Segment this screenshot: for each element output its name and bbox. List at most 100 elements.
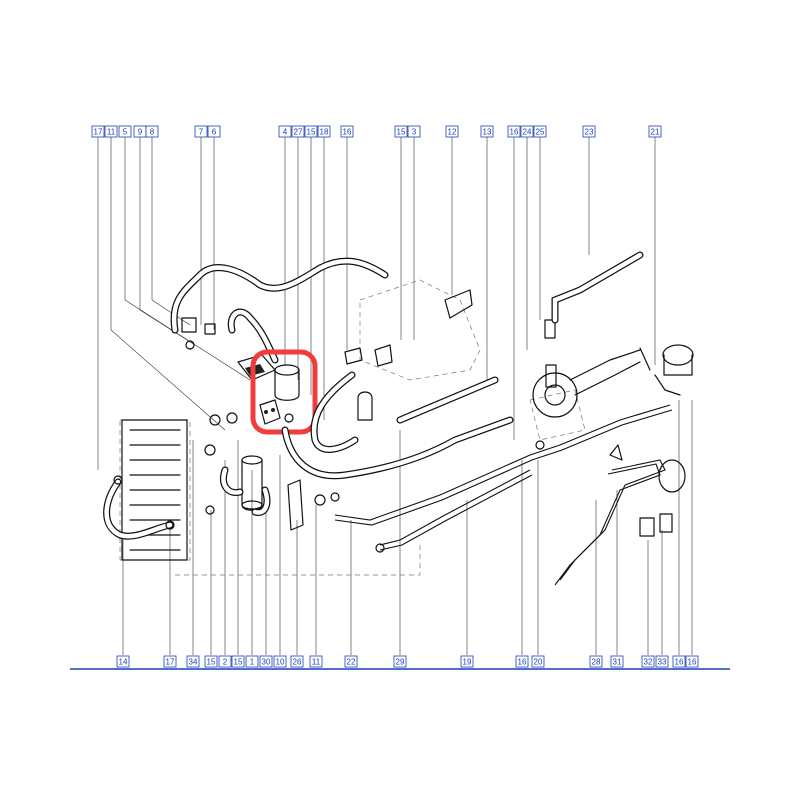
top-callout-number: 27 — [294, 127, 303, 136]
top-callout-17: 17 — [91, 125, 105, 138]
highlighted-part-reservoir — [250, 349, 318, 435]
pipe-13 — [396, 376, 499, 424]
top-callout-number: 13 — [483, 127, 492, 136]
top-callout-15: 15 — [304, 125, 318, 138]
top-callout-11: 11 — [104, 125, 118, 138]
fittings — [113, 412, 545, 553]
bottom-callout-number: 26 — [293, 657, 302, 666]
bottom-callout-19: 19 — [460, 655, 474, 668]
bottom-callout-20: 20 — [531, 655, 545, 668]
bottom-callout-1: 1 — [245, 655, 259, 668]
hose-23 — [551, 251, 644, 324]
top-callout-24: 24 — [520, 125, 534, 138]
top-callout-9: 9 — [133, 125, 147, 138]
top-callout-number: 25 — [536, 127, 545, 136]
rigid-pipes-19 — [334, 404, 673, 551]
bottom-callout-14: 14 — [116, 655, 130, 668]
top-callout-25: 25 — [533, 125, 547, 138]
bottom-callout-2: 2 — [218, 655, 232, 668]
bottom-callout-30: 30 — [259, 655, 273, 668]
hose-14 — [103, 478, 174, 540]
top-callout-number: 5 — [123, 127, 128, 136]
bottom-callout-labels: 14 17 34 15 2 15 1 30 10 26 11 22 29 19 16 20 28 31 32 33 16… — [116, 655, 699, 668]
hose-27 — [281, 416, 514, 480]
bottom-callout-33: 33 — [655, 655, 669, 668]
bottom-callout-number: 2 — [223, 657, 228, 666]
lower-right-pipes — [554, 444, 686, 586]
top-callout-3: 3 — [407, 125, 421, 138]
bottom-callout-number: 17 — [166, 657, 175, 666]
top-callout-number: 4 — [283, 127, 288, 136]
top-callout-4: 4 — [278, 125, 292, 138]
bottom-callout-number: 20 — [534, 657, 543, 666]
top-callout-16: 16 — [340, 125, 354, 138]
bottom-callout-16: 16 — [685, 655, 699, 668]
hose-7 — [227, 308, 279, 364]
bottom-callout-number: 14 — [119, 657, 128, 666]
upper-return-hose — [170, 257, 389, 334]
top-callout-18: 18 — [317, 125, 331, 138]
bottom-callout-34: 34 — [186, 655, 200, 668]
bottom-callout-number: 15 — [207, 657, 216, 666]
bottom-callout-number: 32 — [644, 657, 653, 666]
top-callout-number: 16 — [343, 127, 352, 136]
bottom-callout-31: 31 — [610, 655, 624, 668]
bottom-callout-number: 16 — [518, 657, 527, 666]
bottom-callout-number: 19 — [463, 657, 472, 666]
bottom-callout-15: 15 — [231, 655, 245, 668]
bottom-callout-16: 16 — [515, 655, 529, 668]
top-callout-21: 21 — [648, 125, 662, 138]
bottom-callout-number: 30 — [262, 657, 271, 666]
top-callout-number: 18 — [320, 127, 329, 136]
bottom-callout-number: 34 — [189, 657, 198, 666]
valve-21 — [654, 344, 694, 396]
steering-pump — [532, 319, 651, 418]
top-callout-number: 9 — [138, 127, 143, 136]
clamp-29 — [357, 391, 373, 421]
clamp-16 — [344, 344, 393, 367]
bottom-callout-number: 15 — [234, 657, 243, 666]
top-callout-number: 3 — [412, 127, 417, 136]
bottom-leader-lines — [122, 400, 693, 655]
reference-outlines — [119, 279, 586, 576]
bottom-callout-number: 29 — [396, 657, 405, 666]
top-callout-27: 27 — [291, 125, 305, 138]
hose-15 — [310, 371, 359, 453]
top-callout-number: 6 — [212, 127, 217, 136]
bottom-callout-number: 16 — [675, 657, 684, 666]
bottom-callout-number: 11 — [312, 657, 321, 666]
top-callout-number: 24 — [523, 127, 532, 136]
bottom-callout-26: 26 — [290, 655, 304, 668]
bottom-callout-15: 15 — [204, 655, 218, 668]
top-callout-number: 12 — [448, 127, 457, 136]
bottom-callout-32: 32 — [641, 655, 655, 668]
top-callout-13: 13 — [480, 125, 494, 138]
bracket-12 — [444, 289, 473, 319]
top-callout-number: 15 — [307, 127, 316, 136]
top-callout-15: 15 — [394, 125, 408, 138]
top-callout-16: 16 — [507, 125, 521, 138]
hose-30 — [220, 466, 271, 516]
oil-cooler-14 — [121, 419, 188, 561]
bottom-callout-number: 31 — [613, 657, 622, 666]
top-callout-12: 12 — [445, 125, 459, 138]
bottom-callout-number: 22 — [347, 657, 356, 666]
bottom-callout-28: 28 — [589, 655, 603, 668]
bottom-callout-22: 22 — [344, 655, 358, 668]
top-callout-number: 11 — [107, 127, 116, 136]
bottom-callout-16: 16 — [672, 655, 686, 668]
top-callout-number: 17 — [94, 127, 103, 136]
bottom-callout-number: 28 — [592, 657, 601, 666]
bottom-callout-number: 33 — [658, 657, 667, 666]
bottom-callout-29: 29 — [393, 655, 407, 668]
top-callout-number: 21 — [651, 127, 660, 136]
bottom-callout-number: 1 — [250, 657, 255, 666]
top-callout-23: 23 — [582, 125, 596, 138]
bottom-callout-number: 10 — [276, 657, 285, 666]
bracket-26 — [287, 479, 304, 531]
top-callout-5: 5 — [118, 125, 132, 138]
top-callout-number: 16 — [510, 127, 519, 136]
top-callout-8: 8 — [145, 125, 159, 138]
